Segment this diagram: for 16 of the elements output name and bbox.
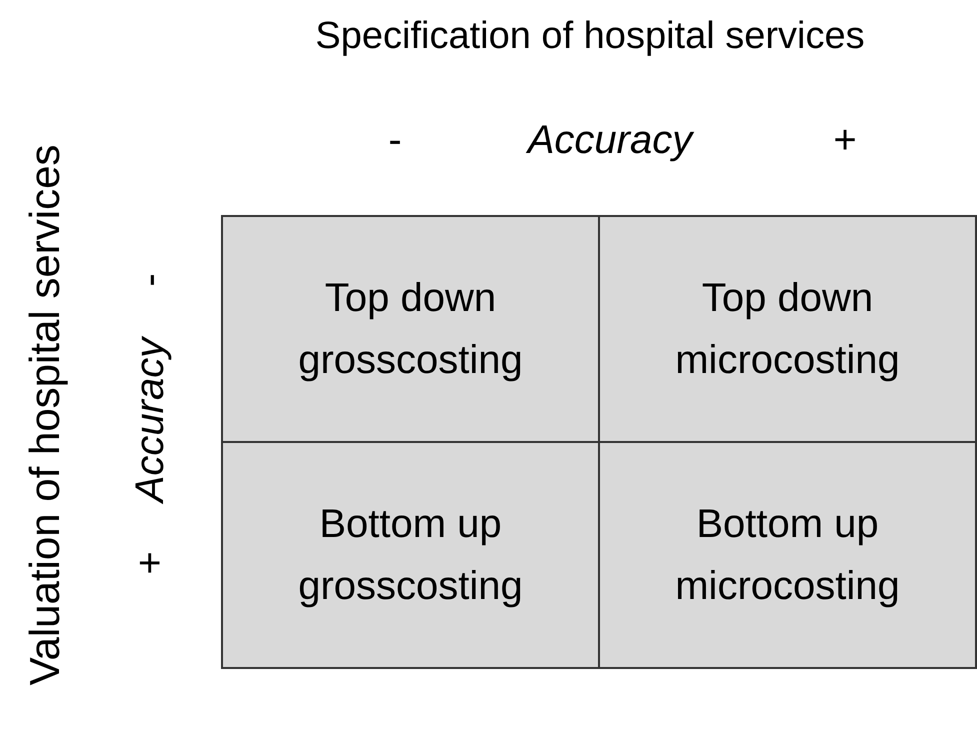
matrix-cell <box>221 215 599 442</box>
axis-label: Accuracy <box>130 338 170 502</box>
title: Specification of hospital services <box>315 17 865 55</box>
matrix-cell <box>221 442 599 669</box>
matrix-cell <box>599 442 977 669</box>
cell-label: Top down grosscosting <box>297 275 524 384</box>
axis-title: Valuation of hospital services <box>24 144 66 686</box>
minus-sign: - <box>130 273 170 287</box>
cell-label: Bottom up microcosting <box>674 501 901 610</box>
minus-sign: - <box>388 120 402 160</box>
cell-label: Bottom up grosscosting <box>297 501 524 610</box>
cell-label: Top down microcosting <box>674 275 901 384</box>
plus-sign: + <box>130 551 170 575</box>
axis-label: Accuracy <box>528 120 692 160</box>
matrix-cell <box>599 215 977 442</box>
plus-sign: + <box>833 120 857 160</box>
